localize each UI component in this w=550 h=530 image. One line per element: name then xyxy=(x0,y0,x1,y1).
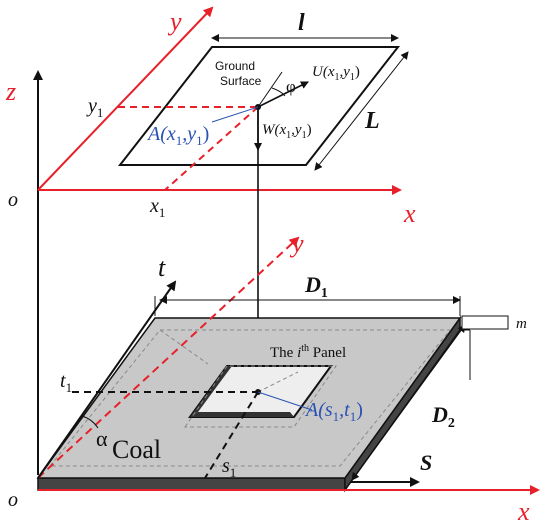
m-thickness-marker xyxy=(461,315,509,330)
y1-label: y1 xyxy=(86,95,103,120)
phi-arc xyxy=(271,87,286,97)
panel-diagonal xyxy=(257,371,299,393)
s1-label: s1 xyxy=(222,455,236,480)
bottom-y-axis-label: y xyxy=(289,229,304,258)
phi-reference-line xyxy=(257,71,283,108)
slab-inner-diagonal xyxy=(159,329,209,365)
t-axis xyxy=(37,280,177,479)
panel-dashed-outline xyxy=(184,365,337,428)
alpha-arc xyxy=(81,415,99,429)
coal-label: Coal xyxy=(112,435,161,464)
big-l-dimension xyxy=(314,51,409,171)
slab-front-edge xyxy=(37,477,346,491)
panel-bottom-wall xyxy=(190,412,294,417)
t1-label: t1 xyxy=(60,370,72,395)
s1-projection xyxy=(204,391,259,479)
alpha-label: α xyxy=(96,426,108,451)
bottom-y-axis xyxy=(37,236,300,479)
seam-coordinate-system: t y x o D1 D2 m The ith Panel t1 s1 α Co… xyxy=(8,229,540,526)
ground-surface-label-2: Surface xyxy=(220,74,262,88)
z-axis-label: z xyxy=(5,77,16,106)
d2-label: D2 xyxy=(431,402,455,431)
panel-label: The ith Panel xyxy=(270,343,346,361)
top-x-axis-label: x xyxy=(403,199,416,228)
d1-label: D1 xyxy=(304,272,328,301)
t-axis-label: t xyxy=(158,253,166,282)
a-ground-leader xyxy=(211,106,259,123)
ground-coordinate-system: y z x o y1 x1 Ground Surface l L φ U(x1,… xyxy=(5,6,416,475)
phi-label: φ xyxy=(286,77,296,96)
top-y-axis xyxy=(37,6,214,191)
top-origin-label: o xyxy=(8,189,18,211)
l-width-label: l xyxy=(298,10,305,36)
u-label: U(x1,y1) xyxy=(312,64,360,83)
big-l-length-label: L xyxy=(364,108,380,134)
top-y-axis-label: y xyxy=(167,7,182,36)
a-seam-label: A(s1,t1) xyxy=(304,399,363,424)
ground-surface-label-1: Ground xyxy=(215,59,255,73)
x1-projection xyxy=(164,106,259,191)
bottom-x-axis-label: x xyxy=(517,497,530,526)
a-seam-leader xyxy=(257,391,313,411)
w-label: W(x1,y1) xyxy=(262,122,312,141)
x1-label: x1 xyxy=(149,195,165,220)
bottom-origin-label: o xyxy=(8,489,18,511)
a-ground-label: A(x1,y1) xyxy=(146,123,209,148)
m-label: m xyxy=(516,316,527,332)
s-label: S xyxy=(420,450,432,475)
d2-dimension xyxy=(351,324,466,481)
